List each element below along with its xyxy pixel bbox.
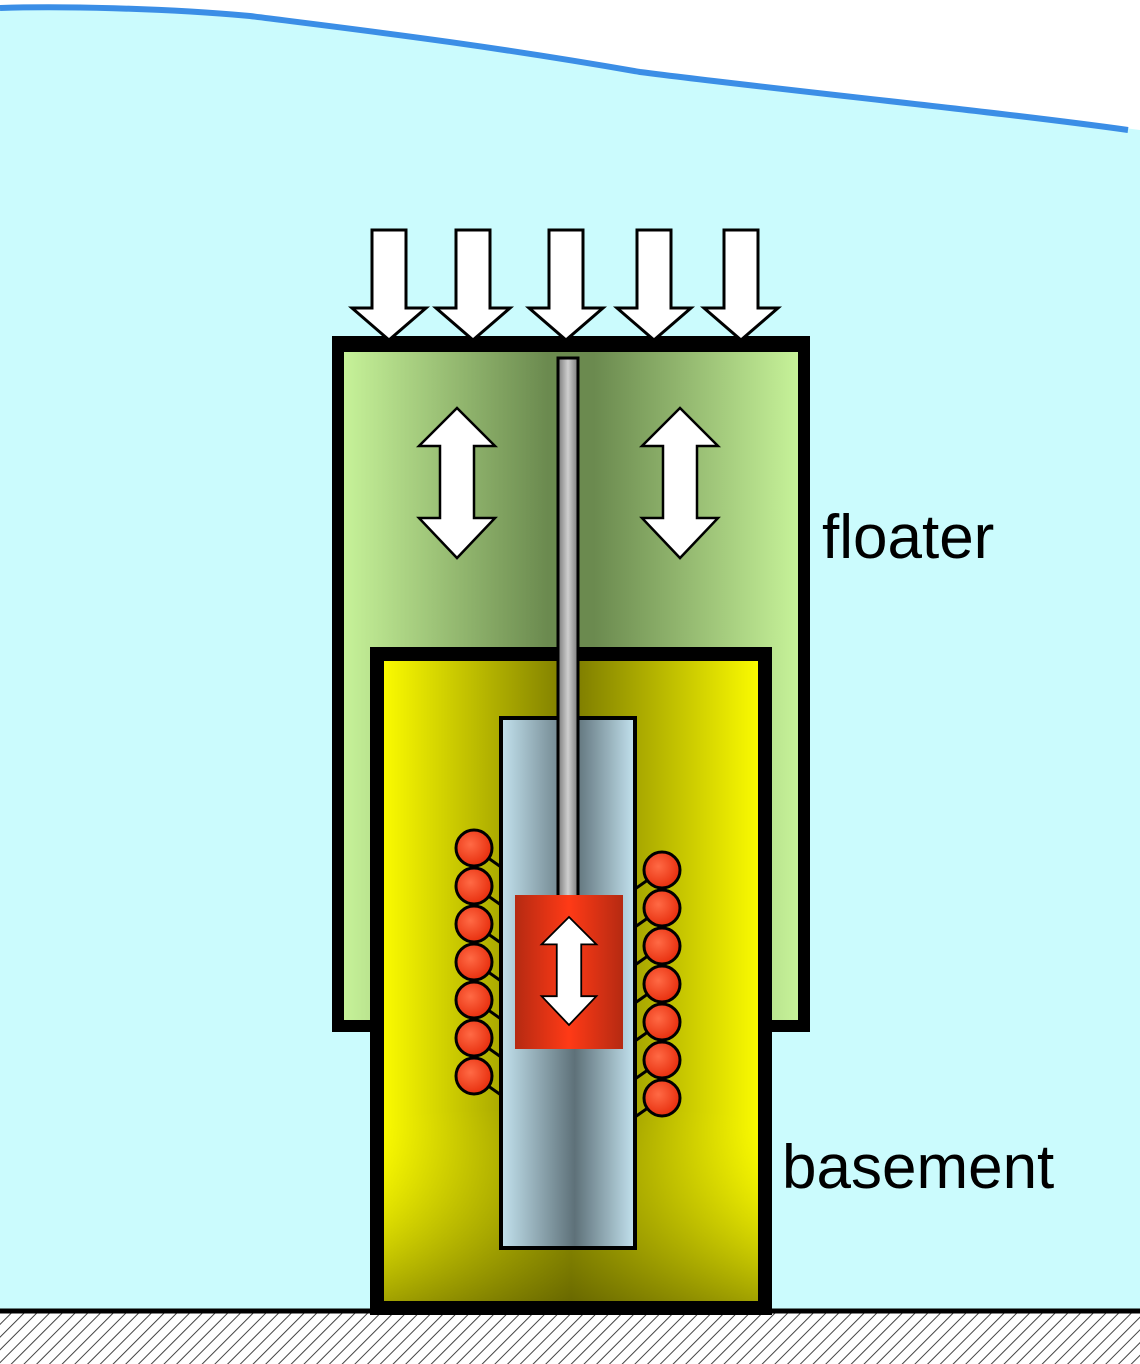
coil-winding-icon	[642, 850, 682, 890]
sky	[0, 0, 1140, 130]
coil-winding-icon	[642, 888, 682, 928]
wave-surface	[0, 4, 1129, 133]
coil-winding-icon	[642, 1040, 682, 1080]
coil-winding-icon	[642, 1002, 682, 1042]
coil-winding-icon	[642, 964, 682, 1004]
coil-winding-icon	[454, 1018, 494, 1058]
coil-winding-icon	[454, 904, 494, 944]
coil-right	[634, 850, 682, 1119]
coil-left	[454, 828, 502, 1097]
floater-label: floater	[822, 503, 995, 572]
coil-winding-icon	[642, 1078, 682, 1118]
coil-winding-icon	[642, 926, 682, 966]
seabed	[0, 1312, 1140, 1364]
connecting-rod	[556, 356, 580, 900]
coil-winding-icon	[454, 866, 494, 906]
coil-winding-icon	[454, 828, 494, 868]
coil-winding-icon	[454, 942, 494, 982]
coil-winding-icon	[454, 980, 494, 1020]
basement-label: basement	[782, 1133, 1055, 1202]
coil-winding-icon	[454, 1056, 494, 1096]
